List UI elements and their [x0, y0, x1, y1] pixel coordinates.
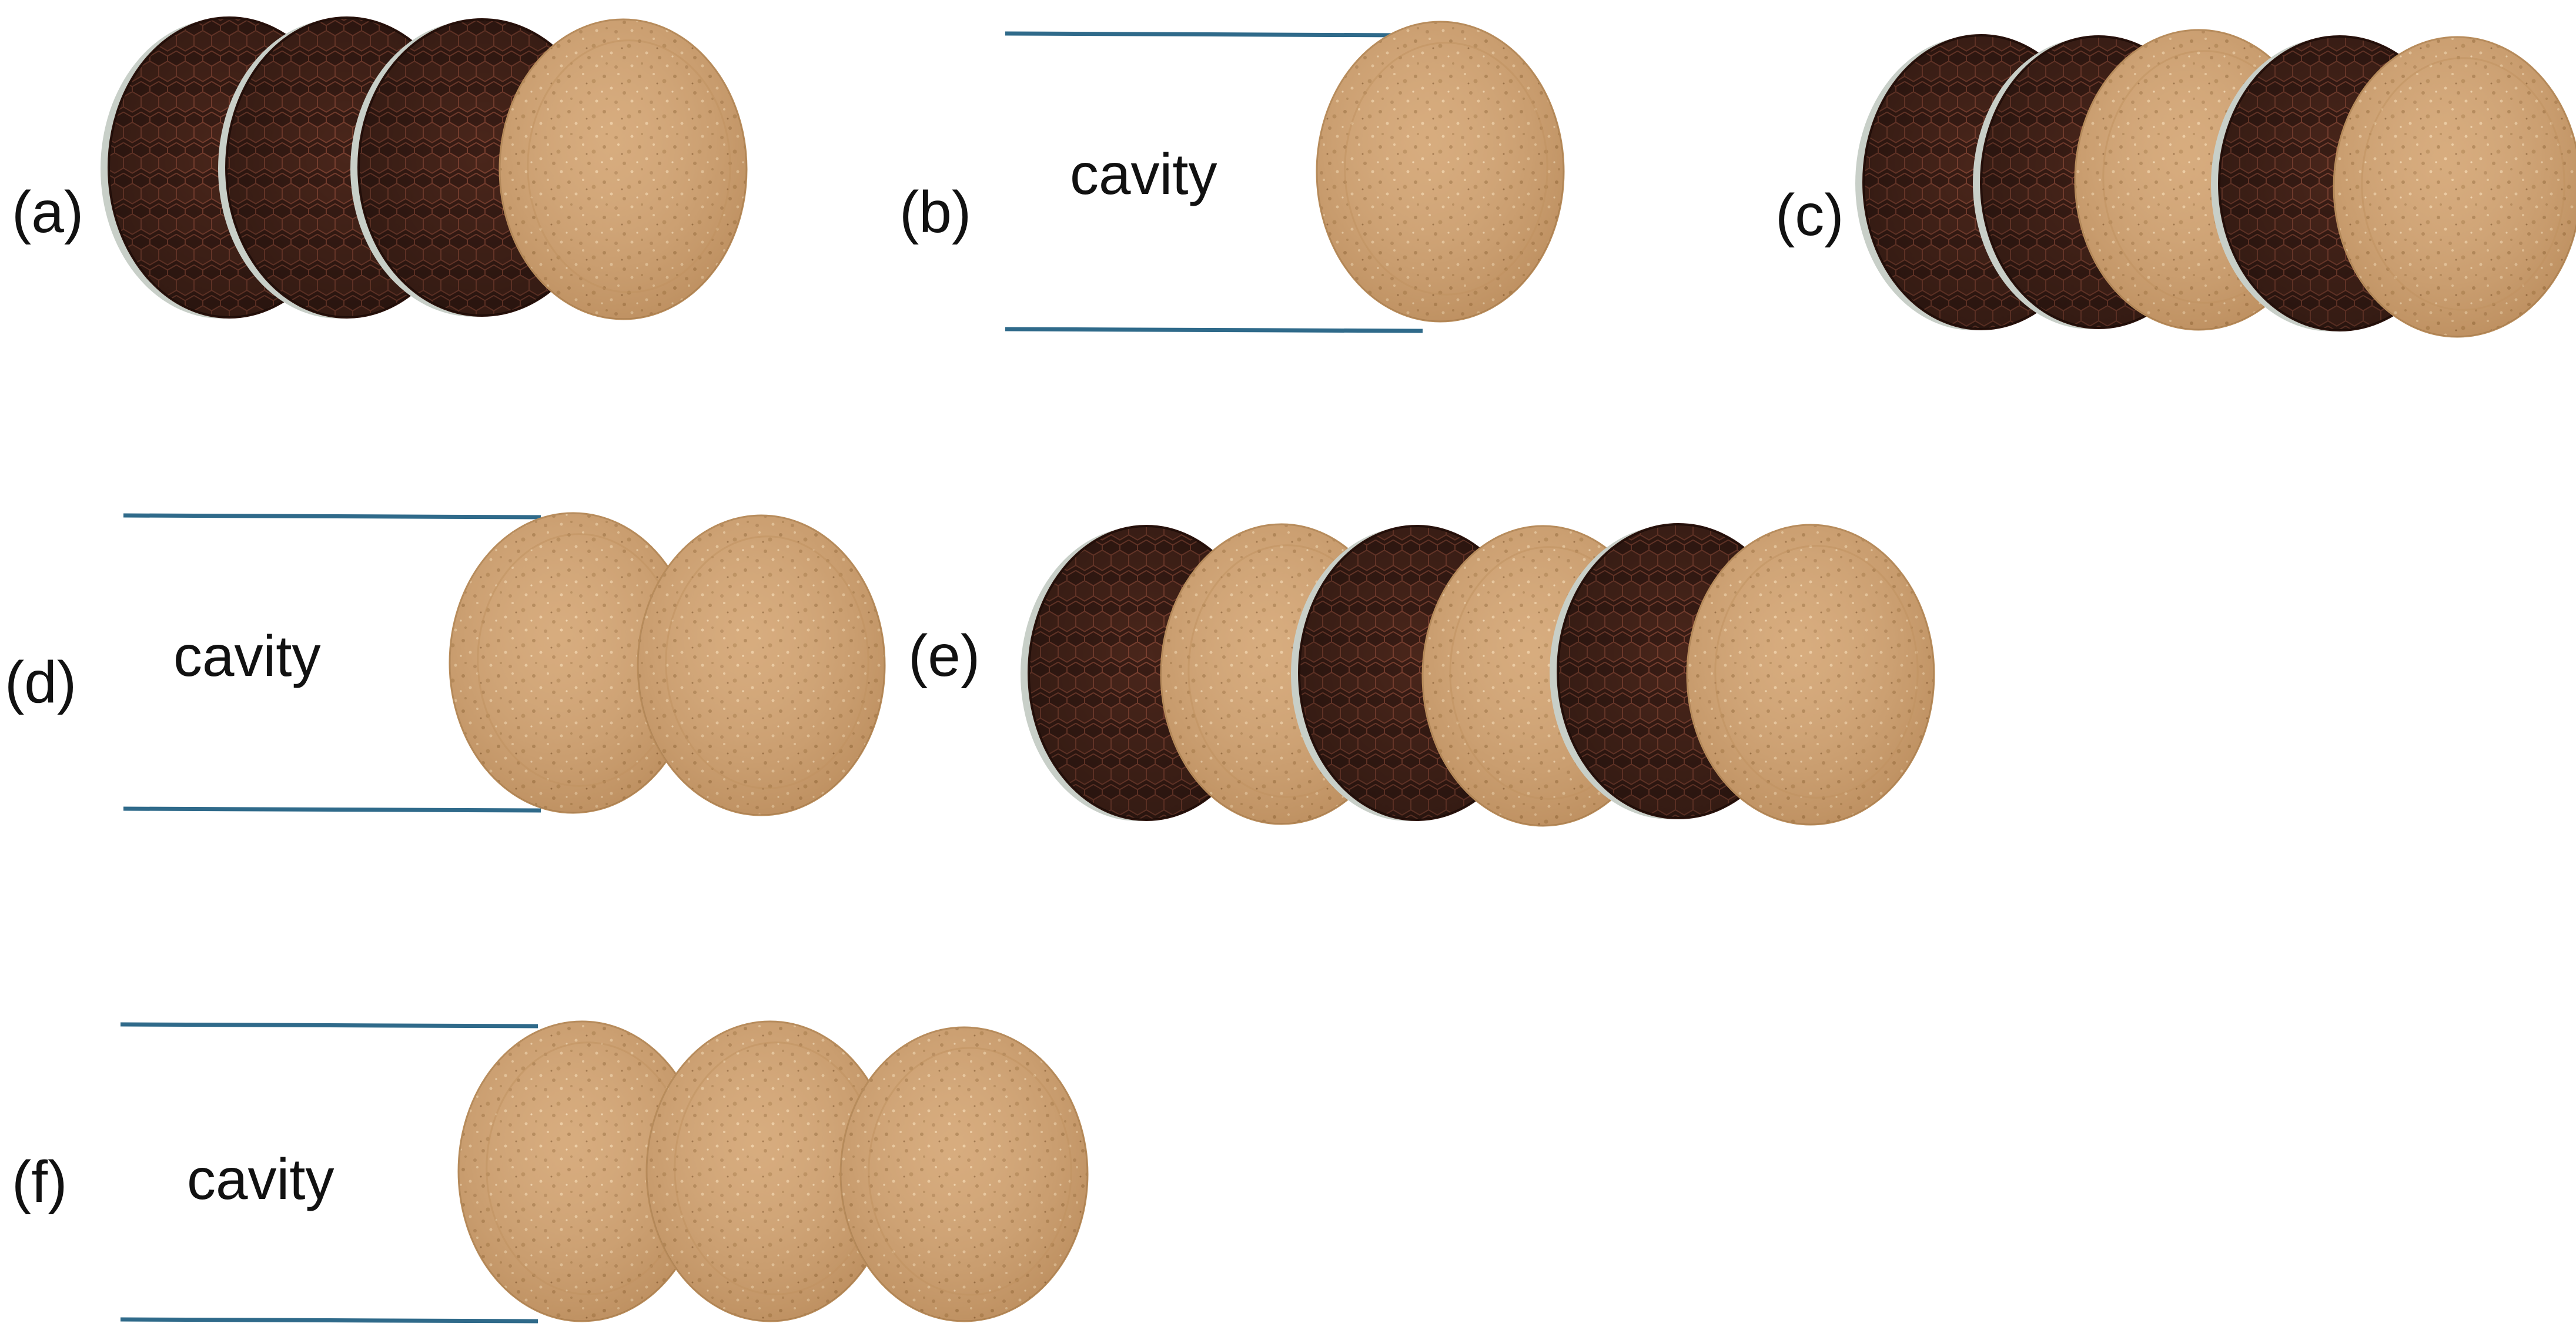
cork-disc — [499, 18, 748, 320]
cork-disc — [2333, 36, 2576, 338]
cork-disc — [449, 512, 698, 814]
panel-d: (d) cavity — [5, 512, 886, 816]
disc-stack-b — [1316, 21, 1565, 323]
cavity-top-line-f — [120, 1022, 538, 1029]
panel-label-c: (c) — [1775, 182, 1844, 248]
panel-label-a: (a) — [12, 179, 83, 245]
cavity-label-d: cavity — [173, 624, 321, 688]
panel-c: (c) — [1775, 29, 2576, 338]
panel-label-d: (d) — [5, 649, 76, 715]
panel-label-b: (b) — [899, 179, 971, 245]
disc-stack-f — [457, 1020, 1089, 1322]
panel-b: (b) cavity — [899, 21, 1565, 333]
cork-disc — [457, 1020, 707, 1322]
cork-disc — [637, 514, 886, 816]
cavity-top-line-d — [123, 513, 541, 520]
panel-e: (e) — [908, 523, 1935, 827]
cavity-label-f: cavity — [187, 1147, 334, 1211]
cavity-bottom-line-d — [123, 806, 541, 813]
cork-disc — [839, 1026, 1089, 1322]
disc-stack-d — [449, 512, 886, 816]
cork-disc — [1686, 524, 1935, 826]
cavity-top-line-b — [1005, 31, 1403, 38]
cork-disc — [1316, 21, 1565, 323]
cavity-bottom-line-b — [1005, 327, 1423, 333]
panel-label-e: (e) — [908, 623, 980, 689]
panel-a: (a) — [12, 16, 748, 320]
disc-stack-c — [1855, 29, 2576, 338]
cavity-label-b: cavity — [1070, 142, 1217, 206]
panel-label-f: (f) — [12, 1149, 67, 1215]
disc-stack-a — [101, 16, 748, 320]
cavity-bottom-line-f — [120, 1317, 538, 1324]
cork-disc — [645, 1020, 895, 1322]
panel-f: (f) cavity — [12, 1020, 1089, 1324]
disc-stack-e — [1021, 523, 1935, 827]
